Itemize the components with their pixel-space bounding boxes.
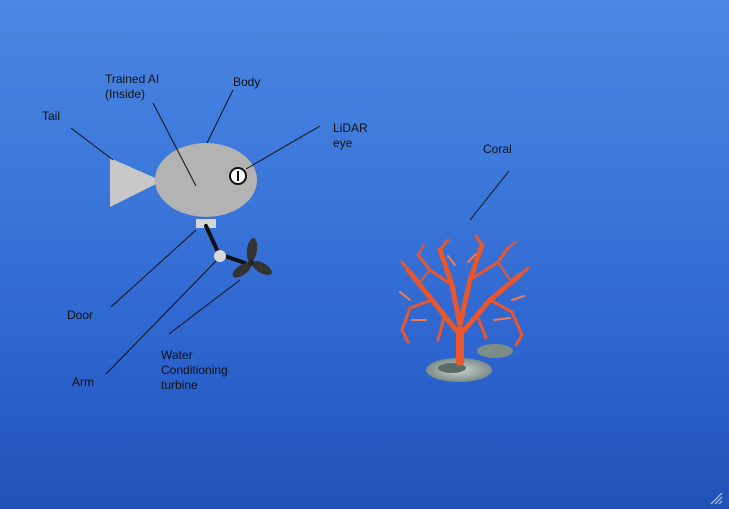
label-arm: Arm	[72, 375, 94, 390]
label-lidar-line1: LiDAR	[333, 121, 368, 135]
coral-icon	[399, 234, 530, 382]
fish-body	[155, 143, 257, 217]
label-trained-ai-line1: Trained AI	[105, 72, 160, 86]
leader-lines	[70, 89, 510, 375]
label-coral: Coral	[483, 142, 512, 157]
propeller-icon	[232, 238, 272, 278]
arm-joint	[214, 250, 226, 262]
label-tail: Tail	[42, 109, 60, 124]
leader-coral	[469, 170, 510, 221]
label-turbine-line3: turbine	[161, 378, 198, 392]
label-turbine: Water Conditioning turbine	[161, 348, 228, 393]
leader-tail	[70, 127, 114, 161]
leader-trained-ai	[152, 102, 197, 187]
fish-door	[196, 219, 216, 228]
leader-body	[206, 89, 234, 144]
label-arm-text: Arm	[72, 375, 94, 389]
label-coral-text: Coral	[483, 142, 512, 156]
label-body-text: Body	[233, 75, 261, 89]
label-tail-text: Tail	[42, 109, 61, 123]
label-turbine-line1: Water	[161, 348, 193, 362]
label-body: Body	[233, 75, 260, 90]
label-trained-ai: Trained AI (Inside)	[105, 72, 159, 102]
leader-turbine	[168, 279, 241, 335]
label-trained-ai-line2: (Inside)	[105, 87, 146, 101]
fish-tail	[110, 158, 162, 207]
label-turbine-line2: Conditioning	[161, 363, 228, 377]
resize-grip-icon[interactable]	[709, 491, 723, 505]
label-lidar-line2: eye	[333, 136, 353, 150]
label-lidar-eye: LiDAR eye	[333, 121, 368, 151]
label-door-text: Door	[67, 308, 94, 322]
leader-door	[110, 229, 197, 308]
leader-arm	[105, 260, 217, 375]
label-door: Door	[67, 308, 93, 323]
lidar-eye-icon	[229, 167, 247, 185]
leader-lidar	[245, 125, 321, 170]
